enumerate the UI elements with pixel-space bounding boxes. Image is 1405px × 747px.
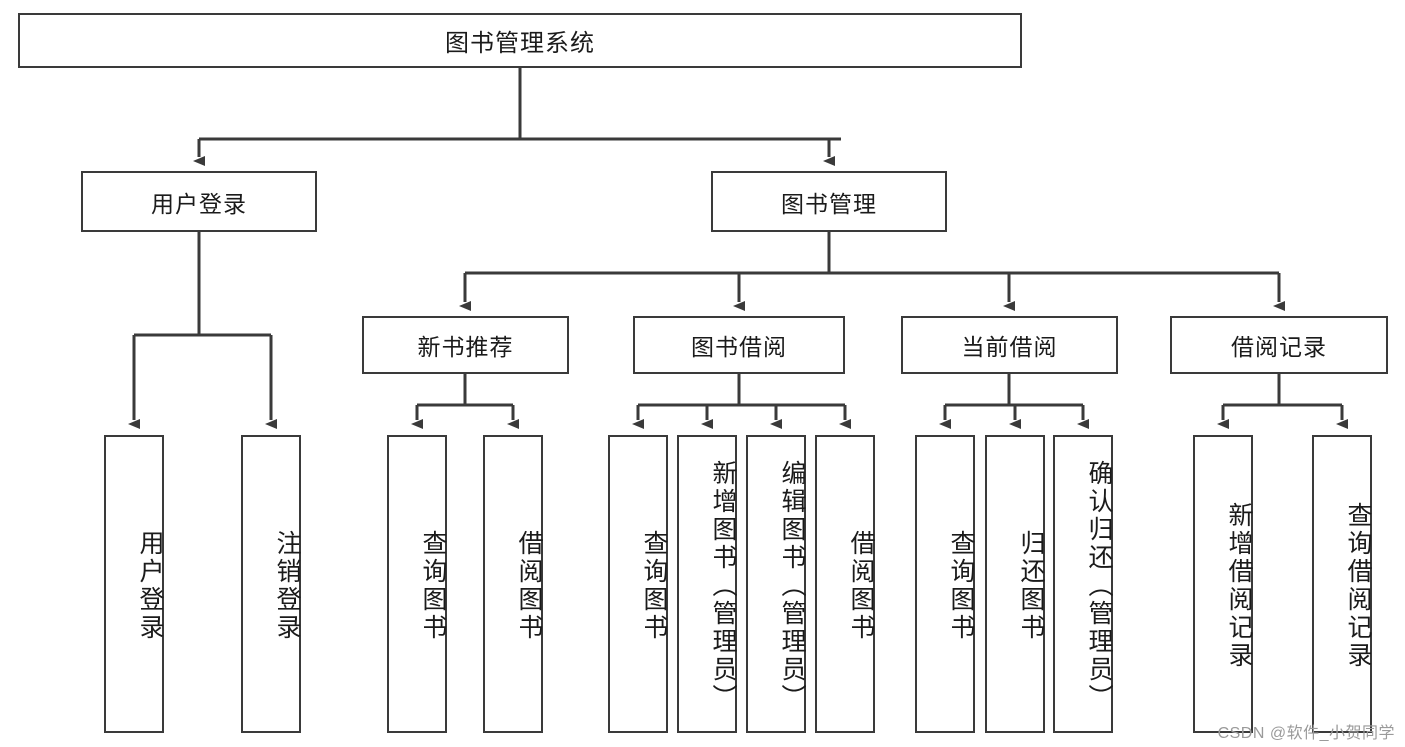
node-new-book-rec-label: 新书推荐 <box>417 334 514 360</box>
node-book-manage-label: 图书管理 <box>781 190 877 217</box>
node-leaf-borrow-book-1[interactable]: 借阅图书 <box>483 435 543 733</box>
node-leaf-confirm-return-label: 确认归还（管理员） <box>1085 460 1113 712</box>
node-leaf-return-book-label: 归还图书 <box>1017 530 1045 642</box>
node-leaf-logout[interactable]: 注销登录 <box>241 435 301 733</box>
node-leaf-user-login[interactable]: 用户登录 <box>104 435 164 733</box>
node-leaf-query-book-1[interactable]: 查询图书 <box>387 435 447 733</box>
node-leaf-add-record[interactable]: 新增借阅记录 <box>1193 435 1253 733</box>
node-leaf-borrow-book-2-label: 借阅图书 <box>847 530 875 642</box>
watermark-text: CSDN @软件_小贺同学 <box>1217 725 1395 742</box>
node-leaf-query-book-2-label: 查询图书 <box>640 530 668 642</box>
node-leaf-query-book-3[interactable]: 查询图书 <box>915 435 975 733</box>
node-leaf-query-record[interactable]: 查询借阅记录 <box>1312 435 1372 733</box>
node-borrow-record[interactable]: 借阅记录 <box>1170 316 1388 374</box>
node-leaf-user-login-label: 用户登录 <box>136 530 164 642</box>
node-leaf-logout-label: 注销登录 <box>273 530 301 642</box>
node-leaf-return-book[interactable]: 归还图书 <box>985 435 1045 733</box>
node-current-borrow[interactable]: 当前借阅 <box>901 316 1118 374</box>
node-root-label: 图书管理系统 <box>445 30 595 57</box>
node-leaf-query-record-label: 查询借阅记录 <box>1344 502 1372 670</box>
node-leaf-add-record-label: 新增借阅记录 <box>1225 502 1253 670</box>
node-user-login-label: 用户登录 <box>151 190 247 217</box>
node-leaf-borrow-book-1-label: 借阅图书 <box>515 530 543 642</box>
node-book-borrow[interactable]: 图书借阅 <box>633 316 845 374</box>
node-root[interactable]: 图书管理系统 <box>18 13 1022 68</box>
node-current-borrow-label: 当前借阅 <box>961 334 1058 360</box>
node-leaf-query-book-2[interactable]: 查询图书 <box>608 435 668 733</box>
node-new-book-rec[interactable]: 新书推荐 <box>362 316 569 374</box>
node-leaf-confirm-return[interactable]: 确认归还（管理员） <box>1053 435 1113 733</box>
node-leaf-add-book-label: 新增图书（管理员） <box>709 460 737 712</box>
node-book-manage[interactable]: 图书管理 <box>711 171 947 232</box>
node-leaf-edit-book[interactable]: 编辑图书（管理员） <box>746 435 806 733</box>
node-leaf-query-book-1-label: 查询图书 <box>419 530 447 642</box>
node-book-borrow-label: 图书借阅 <box>691 334 787 360</box>
node-leaf-add-book[interactable]: 新增图书（管理员） <box>677 435 737 733</box>
node-borrow-record-label: 借阅记录 <box>1231 334 1327 360</box>
node-leaf-query-book-3-label: 查询图书 <box>947 530 975 642</box>
node-user-login[interactable]: 用户登录 <box>81 171 317 232</box>
node-leaf-borrow-book-2[interactable]: 借阅图书 <box>815 435 875 733</box>
node-leaf-edit-book-label: 编辑图书（管理员） <box>778 460 806 712</box>
